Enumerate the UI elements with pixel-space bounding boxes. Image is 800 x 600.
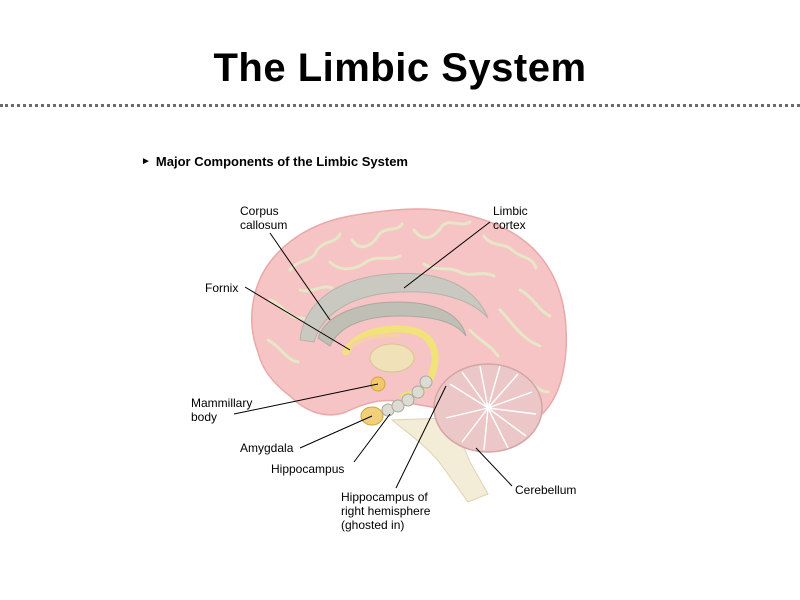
label-hippocampus-right-hemisphere: Hippocampus of right hemisphere (ghosted…: [341, 490, 431, 532]
corpus-callosum: [317, 301, 467, 347]
label-fornix: Fornix: [205, 281, 239, 295]
title-divider: [0, 104, 800, 107]
cerebellum-structure: [433, 363, 543, 453]
label-cerebellum: Cerebellum: [515, 483, 577, 497]
label-corpus-callosum: Corpus callosum: [240, 204, 288, 232]
label-mammillary-body: Mammillary body: [191, 396, 253, 424]
bullet-triangle-icon: ►: [141, 156, 151, 167]
label-hippocampus: Hippocampus: [271, 462, 345, 476]
slide-title: The Limbic System: [213, 46, 587, 90]
figure-heading: ► Major Components of the Limbic System: [141, 154, 408, 169]
label-amygdala: Amygdala: [240, 441, 294, 455]
thalamus: [369, 343, 415, 373]
limbic-cortex-band: [299, 272, 489, 343]
hippocampus-structure: [381, 375, 433, 417]
leader-lines: [233, 221, 513, 489]
label-limbic-cortex: Limbic cortex: [493, 204, 528, 232]
figure-heading-text: Major Components of the Limbic System: [155, 154, 408, 169]
cortical-folds: [266, 220, 552, 394]
